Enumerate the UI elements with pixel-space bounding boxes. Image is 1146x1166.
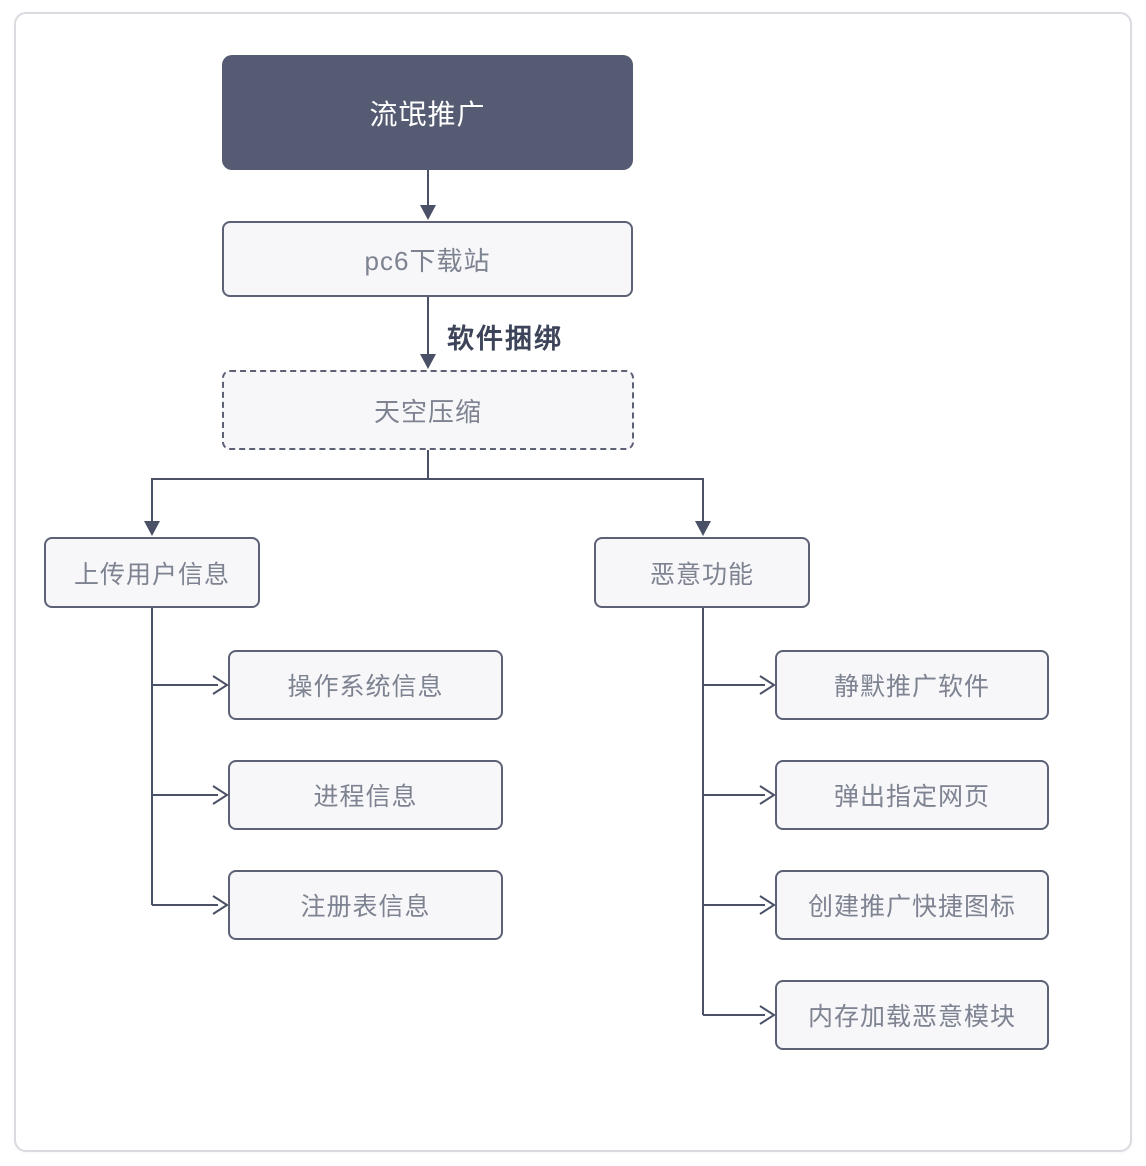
node-sky-compression: 天空压缩	[222, 370, 634, 450]
node-label: 上传用户信息	[73, 560, 230, 589]
node-label: 天空压缩	[373, 396, 482, 427]
node-label: 进程信息	[313, 783, 418, 811]
node-label: 内存加载恶意模块	[807, 1003, 1016, 1031]
node-label: 弹出指定网页	[833, 783, 990, 811]
node-registry-info: 注册表信息	[228, 870, 503, 940]
node-pc6-download-site: pc6下载站	[222, 221, 633, 297]
node-malicious-functions: 恶意功能	[594, 537, 810, 608]
node-label: 流氓推广	[369, 98, 486, 130]
node-label: 创建推广快捷图标	[807, 893, 1016, 921]
node-create-promo-shortcut: 创建推广快捷图标	[775, 870, 1049, 940]
node-os-info: 操作系统信息	[228, 650, 503, 720]
node-silent-promote-software: 静默推广软件	[775, 650, 1049, 720]
node-label: 静默推广软件	[833, 673, 990, 701]
node-memory-load-malicious-module: 内存加载恶意模块	[775, 980, 1049, 1050]
node-label: 操作系统信息	[287, 673, 444, 701]
edge-label-software-bundling: 软件捆绑	[447, 324, 563, 354]
node-popup-specified-webpage: 弹出指定网页	[775, 760, 1049, 830]
node-label: 注册表信息	[300, 893, 431, 921]
node-label: pc6下载站	[364, 245, 491, 276]
node-root-rogue-promotion: 流氓推广	[222, 55, 633, 170]
node-label: 恶意功能	[649, 560, 754, 589]
node-process-info: 进程信息	[228, 760, 503, 830]
node-upload-user-info: 上传用户信息	[44, 537, 260, 608]
